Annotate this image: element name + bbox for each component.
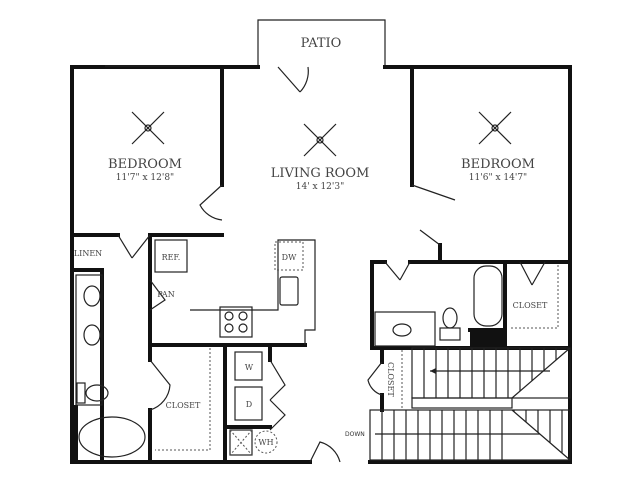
sink-icon (83, 285, 101, 307)
living-room-size: 14' x 12'3" (296, 182, 345, 192)
dishwasher-label: DW (282, 253, 297, 262)
toilet-icon (85, 384, 109, 402)
exterior-walls (70, 65, 572, 464)
sink-icon (279, 276, 299, 306)
floor-drain (229, 429, 253, 456)
patio-door (277, 66, 309, 93)
dishwasher (274, 241, 304, 271)
water-heater (254, 430, 278, 454)
interior-walls (70, 65, 572, 464)
water-heater-label: WH (258, 438, 273, 447)
ceiling-fan-icon (303, 123, 337, 157)
ceiling-fan-icon (131, 111, 165, 145)
stove-icon (219, 306, 253, 338)
stairs-down-label: DOWN (345, 431, 365, 438)
bedroom-right-label: BEDROOM (461, 157, 535, 172)
refrigerator (154, 239, 188, 273)
tub-base (470, 330, 505, 348)
doors (117, 184, 546, 463)
bedroom-left-label: BEDROOM (108, 157, 182, 172)
washer (234, 351, 263, 381)
toilet-icon (442, 307, 458, 329)
living-room-label: LIVING ROOM (271, 166, 370, 181)
closet-left-label: CLOSET (166, 401, 201, 410)
kitchen: REF. PAN DW (154, 239, 316, 345)
pantry-label: PAN (157, 290, 174, 299)
closet-hall-label: CLOSET (386, 362, 395, 397)
linen-label: LINEN (74, 249, 102, 258)
right-bathroom (374, 265, 503, 347)
patio-label: PATIO (301, 36, 342, 51)
sink-icon (83, 324, 101, 346)
washer-label: W (245, 363, 254, 372)
ceiling-fan-icon (478, 111, 512, 145)
bedroom-left-size: 11'7" x 12'8" (116, 173, 174, 183)
left-bathroom (75, 274, 146, 458)
sink-icon (392, 323, 412, 337)
bathtub-icon (473, 265, 503, 327)
patio: PATIO (257, 19, 386, 93)
dryer-label: D (246, 400, 252, 409)
dryer (234, 386, 263, 421)
closet-right-label: CLOSET (513, 301, 548, 310)
bedroom-right-size: 11'6" x 14'7" (469, 173, 527, 183)
staircase (369, 347, 571, 461)
ref-label: REF. (162, 253, 181, 262)
bathtub-icon (78, 416, 146, 458)
toilet-tank (76, 382, 86, 404)
